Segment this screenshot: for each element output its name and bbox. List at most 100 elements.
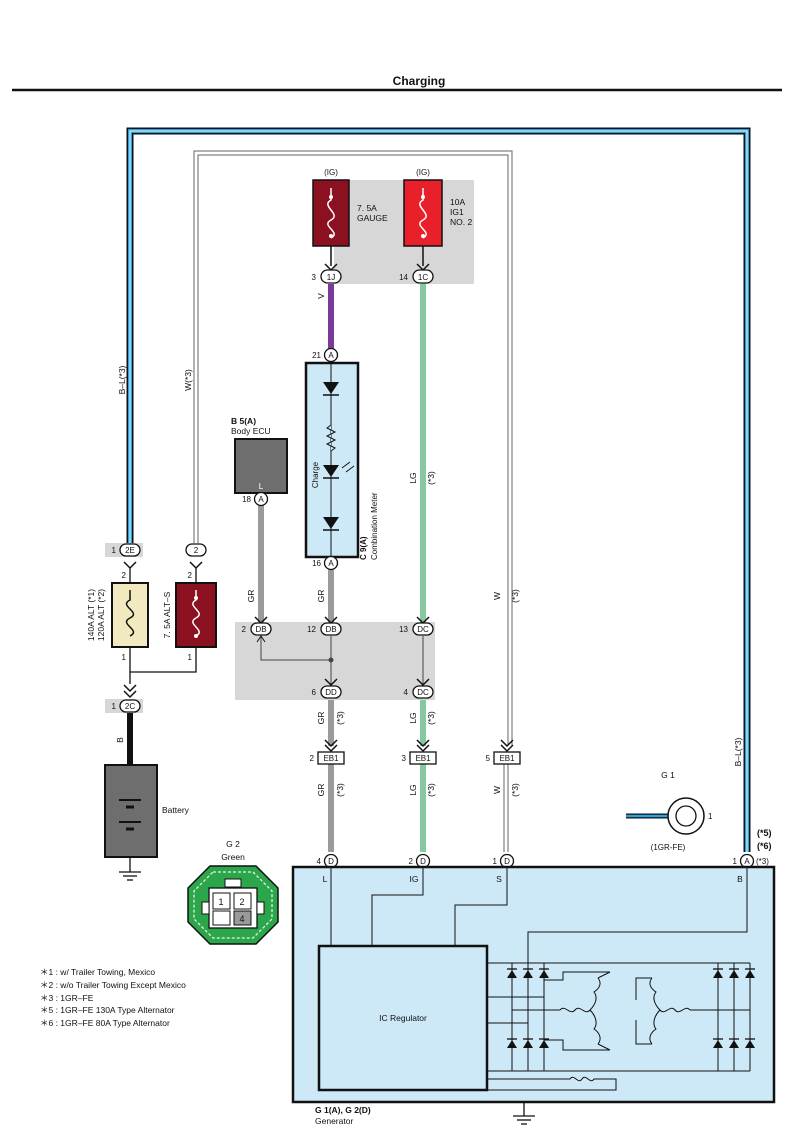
svg-text:2E: 2E xyxy=(125,546,135,555)
svg-text:13: 13 xyxy=(399,625,408,634)
connector-meter-16a: A 16 xyxy=(312,555,339,571)
fuse-gauge-rating: 7. 5A xyxy=(357,203,377,213)
fuse-gauge-name: GAUGE xyxy=(357,213,388,223)
wire-b-l xyxy=(126,127,751,852)
svg-text:A: A xyxy=(328,351,334,360)
svg-text:1: 1 xyxy=(493,857,498,866)
connector-d1: D 1 xyxy=(493,853,515,869)
wire-label-b: B xyxy=(115,737,125,743)
svg-text:B: B xyxy=(737,874,743,884)
svg-text:(1GR-FE): (1GR-FE) xyxy=(651,843,686,852)
wire-label-gr-mid-note: (*3) xyxy=(335,711,345,725)
connector-dc-13: DC 13 xyxy=(399,616,434,636)
wire-label-lg-upper-note: (*3) xyxy=(426,471,436,485)
svg-text:EB1: EB1 xyxy=(323,754,339,763)
fuse-alt-line2: 120A ALT (*2) xyxy=(96,589,106,641)
svg-text:3: 3 xyxy=(402,754,407,763)
svg-text:DB: DB xyxy=(325,625,336,634)
wire-label-lg-mid-note: (*3) xyxy=(426,711,436,725)
generator-name: Generator xyxy=(315,1116,353,1126)
wire-label-gr-ecu: GR xyxy=(246,590,256,603)
svg-text:2: 2 xyxy=(310,754,315,763)
variant-5: (*5) xyxy=(757,828,772,838)
wire-label-lg-mid: LG xyxy=(408,712,418,723)
wire-label-gr-mid: GR xyxy=(316,712,326,725)
notes: ＊1 : w/ Trailer Towing, Mexico ＊2 : w/o … xyxy=(40,967,186,1028)
svg-text:12: 12 xyxy=(307,625,316,634)
connector-eb1-2: EB1 2 xyxy=(310,739,345,765)
diodes xyxy=(507,970,755,1048)
fuse-ig1-source: (IG) xyxy=(416,168,430,177)
connector-eb1-3: EB1 3 xyxy=(402,739,437,765)
fuse-gauge-source: (IG) xyxy=(324,168,338,177)
wire-w xyxy=(193,150,513,852)
meter-code: C 9(A) xyxy=(359,536,368,560)
svg-text:L: L xyxy=(323,874,328,884)
svg-text:1C: 1C xyxy=(418,273,428,282)
svg-text:EB1: EB1 xyxy=(415,754,431,763)
svg-text:5: 5 xyxy=(486,754,491,763)
svg-text:A: A xyxy=(258,495,264,504)
wire-label-w-low: W xyxy=(492,786,502,794)
svg-text:A: A xyxy=(744,857,750,866)
connector-g2-face: G 2 Green 1 2 4 xyxy=(187,839,279,945)
svg-text:EB1: EB1 xyxy=(499,754,515,763)
svg-text:G 2: G 2 xyxy=(226,839,240,849)
svg-text:IC Regulator: IC Regulator xyxy=(379,1013,427,1023)
svg-text:2: 2 xyxy=(409,857,414,866)
fuse-alt-s xyxy=(175,582,217,648)
svg-text:16: 16 xyxy=(312,559,321,568)
svg-text:(*3): (*3) xyxy=(756,857,769,866)
svg-text:S: S xyxy=(496,874,502,884)
fuse-alt-s-label: 7. 5A ALT–S xyxy=(162,591,172,638)
fuse-alt xyxy=(111,582,149,648)
svg-text:1: 1 xyxy=(733,857,738,866)
wire-label-lg-low-note: (*3) xyxy=(426,783,436,797)
connector-db-2: DB 2 xyxy=(242,616,272,643)
svg-text:D: D xyxy=(504,857,510,866)
battery: Battery xyxy=(104,764,190,881)
ground-terminal-g1: G 1 1 (1GR-FE) xyxy=(626,770,713,852)
generator: L IG S B IC Regulator xyxy=(291,865,776,1126)
note-6: ＊6 : 1GR–FE 80A Type Alternator xyxy=(40,1018,170,1028)
wire-label-gr-low: GR xyxy=(316,784,326,797)
svg-text:DC: DC xyxy=(417,625,429,634)
connector-1j: 1J 3 xyxy=(312,263,342,284)
ic-regulator xyxy=(317,944,489,1092)
generator-code: G 1(A), G 2(D) xyxy=(315,1105,371,1115)
junction-internal xyxy=(260,636,424,686)
fuse-ig1-name2: NO. 2 xyxy=(450,217,472,227)
svg-text:1: 1 xyxy=(188,653,193,662)
wire-label-w-upper-note: (*3) xyxy=(510,589,520,603)
svg-text:2: 2 xyxy=(242,625,247,634)
svg-text:DD: DD xyxy=(325,688,337,697)
connector-eb1-5: EB1 5 xyxy=(486,739,521,765)
svg-text:G 1: G 1 xyxy=(661,770,675,780)
note-3: ＊3 : 1GR–FE xyxy=(40,993,94,1003)
meter-name: Combination Meter xyxy=(370,492,379,560)
generator-ground xyxy=(513,1102,535,1125)
battery-label: Battery xyxy=(162,805,190,815)
svg-text:IG: IG xyxy=(410,874,419,884)
wire-label-bl-right: B–L(*3) xyxy=(733,737,743,766)
svg-text:2: 2 xyxy=(188,571,193,580)
wire-label-lg-upper: LG xyxy=(408,472,418,483)
svg-text:3: 3 xyxy=(312,273,317,282)
svg-text:4: 4 xyxy=(317,857,322,866)
fuse-ig1-name: IG1 xyxy=(450,207,464,217)
connector-db-12: DB 12 xyxy=(307,616,342,636)
connector-2: 2 xyxy=(185,543,207,570)
rectifier-stator xyxy=(487,962,751,1091)
page-title: Charging xyxy=(393,74,446,88)
svg-text:DC: DC xyxy=(417,688,429,697)
note-1: ＊1 : w/ Trailer Towing, Mexico xyxy=(40,967,155,977)
connector-ecu-18a: A 18 xyxy=(242,491,269,507)
svg-text:1: 1 xyxy=(122,653,127,662)
wire-label-bl-left: B–L(*3) xyxy=(117,365,127,394)
connector-d2: D 2 xyxy=(409,853,431,869)
fuse-ig1-no2 xyxy=(403,179,443,247)
svg-text:6: 6 xyxy=(312,688,317,697)
note-5: ＊5 : 1GR–FE 130A Type Alternator xyxy=(40,1005,175,1015)
svg-text:1: 1 xyxy=(112,546,117,555)
connector-2c: 2C 1 xyxy=(112,684,141,713)
